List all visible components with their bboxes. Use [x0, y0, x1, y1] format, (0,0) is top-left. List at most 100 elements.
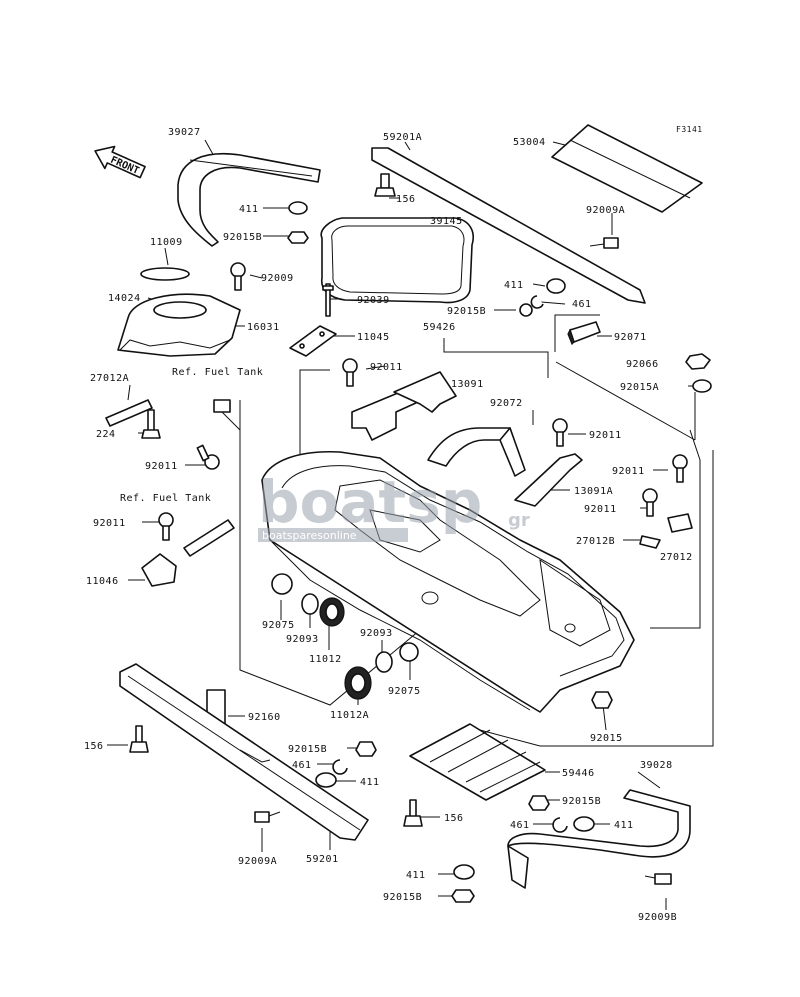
label-92011-e: 92011 [584, 504, 617, 515]
washer-411-e [453, 864, 475, 880]
bolt-92009A-b [254, 811, 281, 823]
fitting-11012A [344, 666, 372, 700]
label-11012: 11012 [309, 654, 342, 665]
block-92071 [567, 321, 601, 346]
cover-14024 [117, 293, 241, 357]
label-92015B-d: 92015B [562, 796, 601, 807]
grab-handle-39027 [177, 153, 321, 247]
label-92066: 92066 [626, 359, 659, 370]
label-411-d: 411 [614, 820, 634, 831]
svg-text:gr: gr [508, 510, 530, 531]
label-92093: 92093 [286, 634, 319, 645]
cap-92066 [685, 353, 711, 370]
fitting-11012 [319, 597, 345, 627]
bolt-92011-d [672, 454, 688, 483]
label-461-c: 461 [510, 820, 530, 831]
bolt-156-b [129, 725, 149, 753]
bolt-92011-a [342, 358, 358, 387]
stud-92039 [322, 283, 334, 317]
mat-53004 [551, 124, 703, 213]
bracket-13091A [514, 453, 583, 507]
nut-92015B-d [528, 795, 550, 811]
label-13091A: 13091A [574, 486, 613, 497]
bolt-224 [141, 409, 161, 439]
label-92011-d: 92011 [612, 466, 645, 477]
label-156: 156 [396, 194, 416, 205]
grab-handle-39028 [507, 789, 691, 889]
clip-ref-fuel-tank-2 [183, 519, 235, 557]
label-92011-b: 92011 [589, 430, 622, 441]
label-92009B: 92009B [638, 912, 677, 923]
nut-92015B [287, 231, 309, 244]
ref-fuel-tank-label: Ref. Fuel Tank [172, 367, 263, 378]
nut-92015B-b [519, 303, 533, 317]
label-27012: 27012 [660, 552, 693, 563]
label-59201: 59201 [306, 854, 339, 865]
clip-ref-fuel-tank [213, 399, 241, 431]
label-92009A-b: 92009A [238, 856, 277, 867]
label-411-c: 411 [360, 777, 380, 788]
plug-92075-b [399, 642, 419, 662]
clip-27012 [667, 513, 693, 533]
label-92015B-b: 92015B [447, 306, 486, 317]
label-461-b: 461 [292, 760, 312, 771]
bracket-11046 [141, 553, 177, 587]
label-16031: 16031 [247, 322, 280, 333]
nut-92015B-e [451, 889, 475, 903]
label-11009: 11009 [150, 237, 183, 248]
label-92015: 92015 [590, 733, 623, 744]
label-11046: 11046 [86, 576, 119, 587]
label-27012A: 27012A [90, 373, 129, 384]
label-92160: 92160 [248, 712, 281, 723]
label-59201A: 59201A [383, 132, 422, 143]
nut-92015A [692, 379, 712, 393]
label-224: 224 [96, 429, 116, 440]
svg-text:boatsp: boatsp [258, 468, 482, 536]
label-156-b: 156 [84, 741, 104, 752]
label-92039: 92039 [357, 295, 390, 306]
washer-411-d [573, 816, 595, 832]
bolt-156-c [403, 799, 423, 827]
label-39145: 39145 [430, 216, 463, 227]
label-92011: 92011 [370, 362, 403, 373]
label-411-b: 411 [504, 280, 524, 291]
seal-39145 [320, 217, 474, 304]
bolt-92009 [230, 262, 246, 291]
bolt-156 [374, 173, 396, 197]
clip-27012B [639, 535, 661, 549]
label-92015B-e: 92015B [383, 892, 422, 903]
rail-59201A [371, 147, 646, 304]
diagram-code: F3141 [676, 125, 703, 134]
rail-59201 [119, 663, 369, 841]
washer-411-b [546, 278, 566, 294]
label-13091: 13091 [451, 379, 484, 390]
gasket-11009 [140, 267, 190, 281]
label-27012B: 27012B [576, 536, 615, 547]
strap-92072 [427, 427, 526, 477]
grate-59446 [409, 723, 546, 801]
label-59446: 59446 [562, 768, 595, 779]
label-11012A: 11012A [330, 710, 369, 721]
bolt-92009A [589, 237, 619, 249]
label-411-e: 411 [406, 870, 426, 881]
plate-11045 [289, 325, 337, 357]
nut-92015B-c [355, 741, 377, 757]
part-labels: 39027 59201A 53004 411 156 92015B 39145 … [84, 127, 693, 923]
bolt-92011-e [642, 488, 658, 517]
label-92072: 92072 [490, 398, 523, 409]
lock-washer-461-c [552, 817, 568, 833]
watermark-logo: boatsp gr boatsparesonline [258, 468, 530, 542]
label-156-c: 156 [444, 813, 464, 824]
label-92009A: 92009A [586, 205, 625, 216]
label-92015A: 92015A [620, 382, 659, 393]
washer-411 [288, 201, 308, 215]
label-92075: 92075 [262, 620, 295, 631]
label-92015B: 92015B [223, 232, 262, 243]
bracket-13091 [351, 371, 457, 441]
svg-text:boatsparesonline: boatsparesonline [262, 529, 357, 542]
plug-92075 [271, 573, 293, 595]
lock-washer-461 [530, 295, 544, 309]
label-92011-c: 92011 [145, 461, 178, 472]
label-92071: 92071 [614, 332, 647, 343]
